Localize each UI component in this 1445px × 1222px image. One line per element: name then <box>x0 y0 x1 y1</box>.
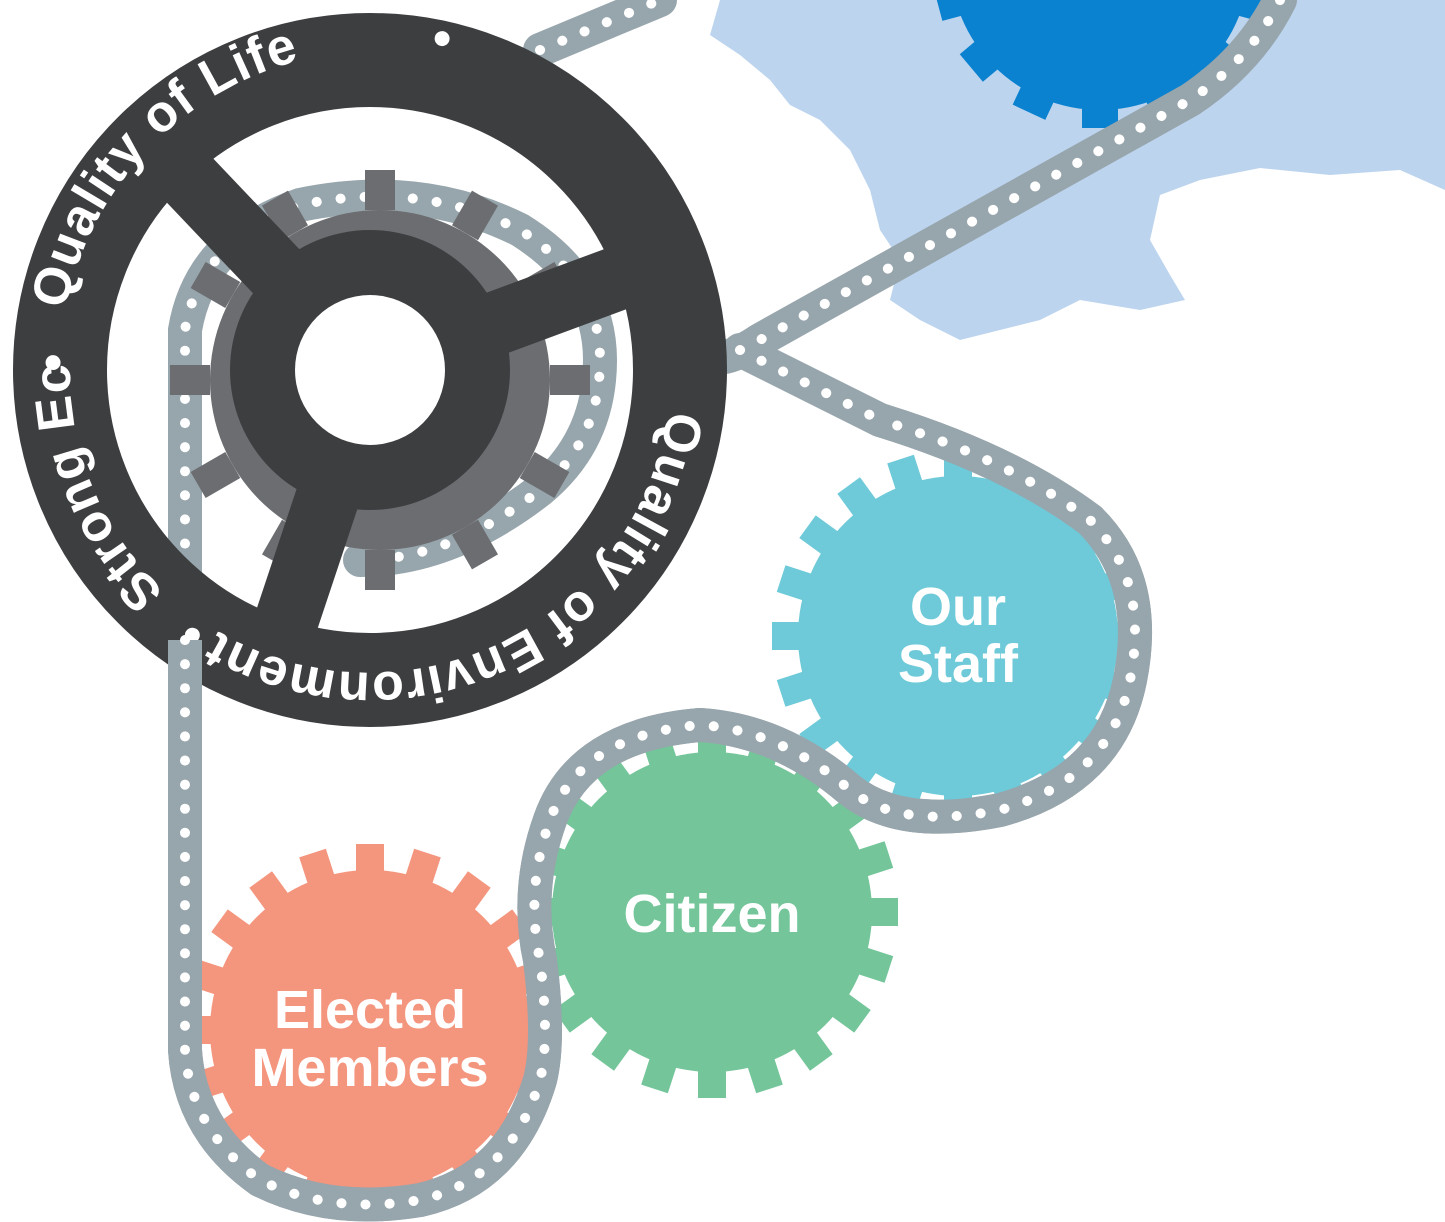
gear-tooth <box>799 515 844 558</box>
gear-tooth <box>356 844 384 878</box>
gear-label-citizen: Citizen <box>623 884 800 944</box>
gear-tooth <box>776 669 818 707</box>
crank-ring <box>13 13 727 727</box>
gear-tooth <box>299 848 337 890</box>
gear-tooth <box>852 945 894 983</box>
gear-tooth <box>448 871 491 916</box>
gear-tooth <box>553 990 598 1033</box>
gear-tooth <box>591 1026 634 1071</box>
gear-tooth <box>776 565 818 603</box>
gear-label-members: Members <box>251 1038 488 1098</box>
gear-tooth <box>641 1052 679 1094</box>
gear-tooth <box>826 990 871 1033</box>
gear-tooth <box>403 848 441 890</box>
crank-hub <box>295 295 445 445</box>
gear-tooth <box>698 1064 726 1098</box>
ring-separator-3: • <box>24 351 83 372</box>
gear-tooth <box>211 909 256 952</box>
gear-label-elected: Elected <box>274 980 466 1040</box>
gear-tooth <box>790 1026 833 1071</box>
gear-tooth <box>887 454 925 496</box>
region-map-east <box>1395 0 1445 170</box>
gear-tooth <box>249 871 292 916</box>
chain-front <box>168 403 1152 1222</box>
gear-tooth <box>772 622 806 650</box>
gear-tooth <box>852 841 894 879</box>
gear-label-our: Our <box>910 577 1006 637</box>
gear-tooth <box>837 477 880 522</box>
gear-tooth <box>864 898 898 926</box>
gear-label-staff: Staff <box>898 634 1019 694</box>
gear-tooth <box>745 1052 783 1094</box>
